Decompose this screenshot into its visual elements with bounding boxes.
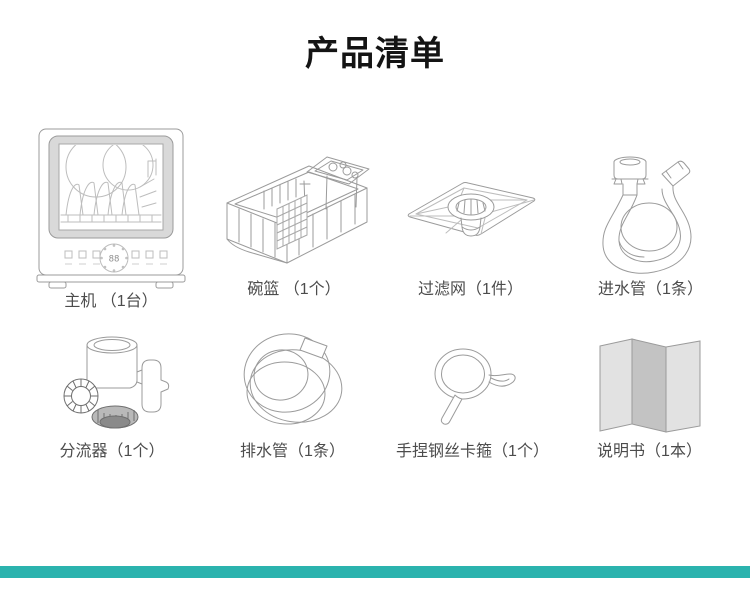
page-title: 产品清单 <box>305 35 445 73</box>
inlet-hose-icon <box>588 149 713 280</box>
drain-hose-icon <box>235 328 350 442</box>
item-label-wire-clamp: 手捏钢丝卡箍（1个） <box>396 443 549 460</box>
display-text: 88 <box>109 255 120 265</box>
product-item-diverter: 分流器（1个） <box>52 330 172 461</box>
item-label-diverter: 分流器（1个） <box>59 443 165 460</box>
item-label-manual: 说明书（1本） <box>597 443 702 460</box>
product-item-dish-basket: 碗篮 （1个） <box>208 149 380 299</box>
product-item-drain-hose: 排水管（1条） <box>235 328 350 461</box>
item-label-main-unit: 主机 （1台） <box>64 293 158 310</box>
item-label-inlet-hose: 进水管（1条） <box>598 281 703 298</box>
product-item-filter-mesh: 过滤网（1件） <box>398 149 543 299</box>
manual-booklet-icon <box>592 330 707 442</box>
filter-mesh-icon <box>398 149 543 280</box>
accent-bar <box>0 566 750 578</box>
product-item-inlet-hose: 进水管（1条） <box>588 149 713 299</box>
water-diverter-icon <box>52 330 172 442</box>
item-label-drain-hose: 排水管（1条） <box>240 443 345 460</box>
wire-clamp-icon <box>400 330 545 442</box>
product-item-main-unit: 88 主机 （1台） <box>33 126 189 311</box>
product-item-manual: 说明书（1本） <box>592 330 707 461</box>
item-label-dish-basket: 碗篮 （1个） <box>247 281 341 298</box>
item-label-filter-mesh: 过滤网（1件） <box>418 281 523 298</box>
dish-basket-icon <box>208 149 380 280</box>
dishwasher-icon: 88 <box>33 126 189 292</box>
product-item-wire-clamp: 手捏钢丝卡箍（1个） <box>396 330 549 461</box>
